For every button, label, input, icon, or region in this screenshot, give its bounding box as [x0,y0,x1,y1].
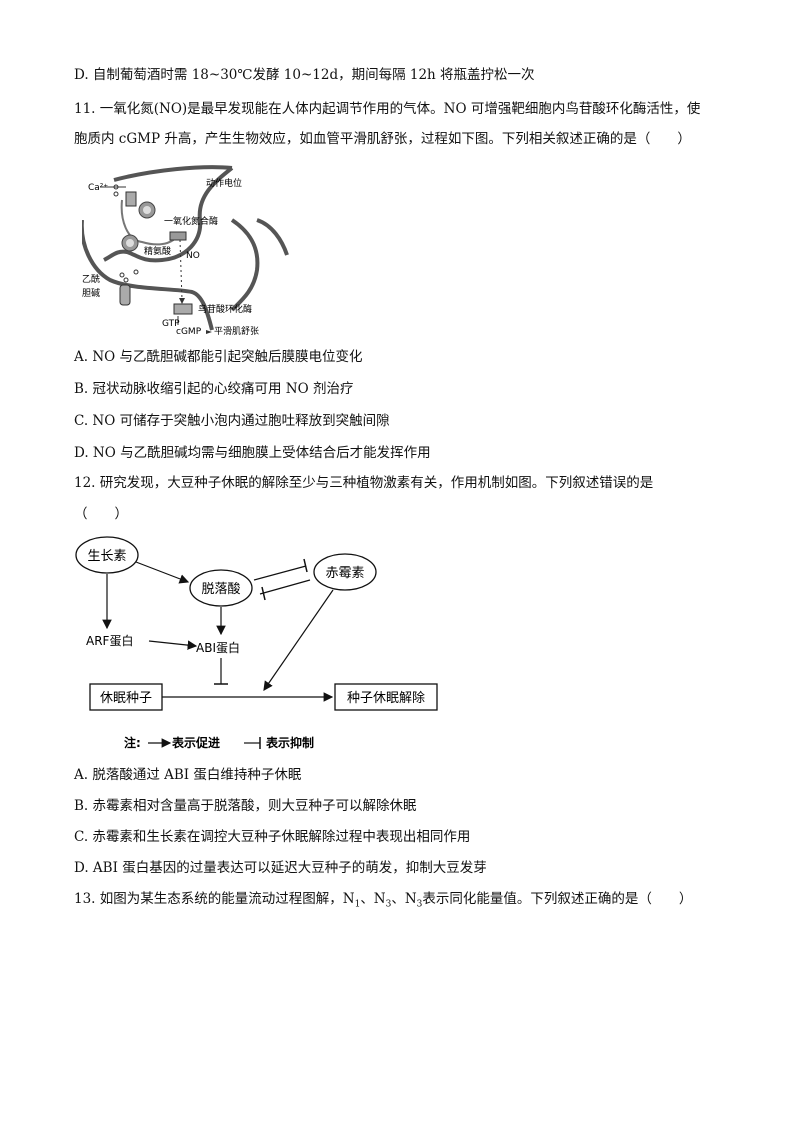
abi-label: ABI蛋白 [196,640,240,655]
note-prefix: 注: [124,735,141,750]
arginine-label: 精氨酸 [144,245,171,257]
gc-label: 鸟苷酸环化酶 [198,303,252,315]
release-box [334,683,438,711]
q12-hormone-figure: 生长素 脱落酸 赤霉素 ARF蛋白 ABI蛋白 休眠种子 种子休眠解除 注: 表… [75,536,438,750]
q12-option-a: A. 脱落酸通过 ABI 蛋白维持种子休眠 [74,767,302,783]
receptor-icon [119,284,131,306]
q13-stem: 13. 如图为某生态系统的能量流动过程图解，N1、N3、N3表示同化能量值。下列… [74,891,693,910]
calcium-channel-icon [125,191,137,207]
action-potential-label: 动作电位 [206,177,242,189]
vesicle-icon [121,234,139,252]
q11-synapse-figure: Ca²⁺ 动作电位 一氧化氮合酶 精氨酸 NO 乙酰 胆碱 鸟苷酸环化酶 GTP… [82,165,289,335]
aba-node [189,569,253,607]
auxin-label: 生长素 [87,549,126,564]
q12-option-c: C. 赤霉素和生长素在调控大豆种子休眠解除过程中表现出相同作用 [74,829,471,845]
q11-option-d: D. NO 与乙酰胆碱均需与细胞膜上受体结合后才能发挥作用 [74,445,431,461]
enzyme-icon [169,231,187,241]
q10-option-d: D. 自制葡萄酒时需 18~30℃发酵 10~12d，期间每隔 12h 将瓶盖拧… [74,67,535,83]
q11-option-c: C. NO 可储存于突触小泡内通过胞吐释放到突触间隙 [74,413,390,429]
dormant-seed-label: 休眠种子 [100,691,152,706]
ach-label-2: 胆碱 [82,288,100,299]
q11-stem-line1: 11. 一氧化氮(NO)是最早发现能在人体内起调节作用的气体。NO 可增强靶细胞… [74,101,701,117]
no-label: NO [186,251,200,261]
gtp-label: GTP [162,319,180,329]
q11-option-a: A. NO 与乙酰胆碱都能引起突触后膜膜电位变化 [74,349,363,365]
q11-stem-line2: 胞质内 cGMP 升高，产生生物效应，如血管平滑肌舒张，过程如下图。下列相关叙述… [74,131,691,147]
aba-label: 脱落酸 [201,582,240,597]
release-label: 种子休眠解除 [347,691,425,706]
vesicle-icon [138,201,156,219]
arf-label: ARF蛋白 [86,633,133,648]
q12-option-d: D. ABI 蛋白基因的过量表达可以延迟大豆种子的萌发，抑制大豆发芽 [74,860,487,876]
q12-stem-line2: （ ） [74,506,128,522]
ach-label-1: 乙酰 [82,273,100,285]
q11-option-b: B. 冠状动脉收缩引起的心绞痛可用 NO 剂治疗 [74,381,354,397]
q12-stem-line1: 12. 研究发现，大豆种子休眠的解除至少与三种植物激素有关，作用机制如图。下列叙… [74,475,654,491]
note-inhibit: 表示抑制 [265,735,314,750]
ca-label: Ca²⁺ [88,183,108,193]
q12-option-b: B. 赤霉素相对含量高于脱落酸，则大豆种子可以解除休眠 [74,798,417,814]
guanylate-cyclase-icon [173,303,193,315]
ga-label: 赤霉素 [325,566,364,581]
note-promote: 表示促进 [171,735,220,750]
ga-node [313,553,377,591]
cgmp-label: cGMP [176,327,202,335]
relax-label: 平滑肌舒张 [214,325,259,335]
auxin-node [75,536,139,574]
nos-label: 一氧化氮合酶 [164,215,218,227]
